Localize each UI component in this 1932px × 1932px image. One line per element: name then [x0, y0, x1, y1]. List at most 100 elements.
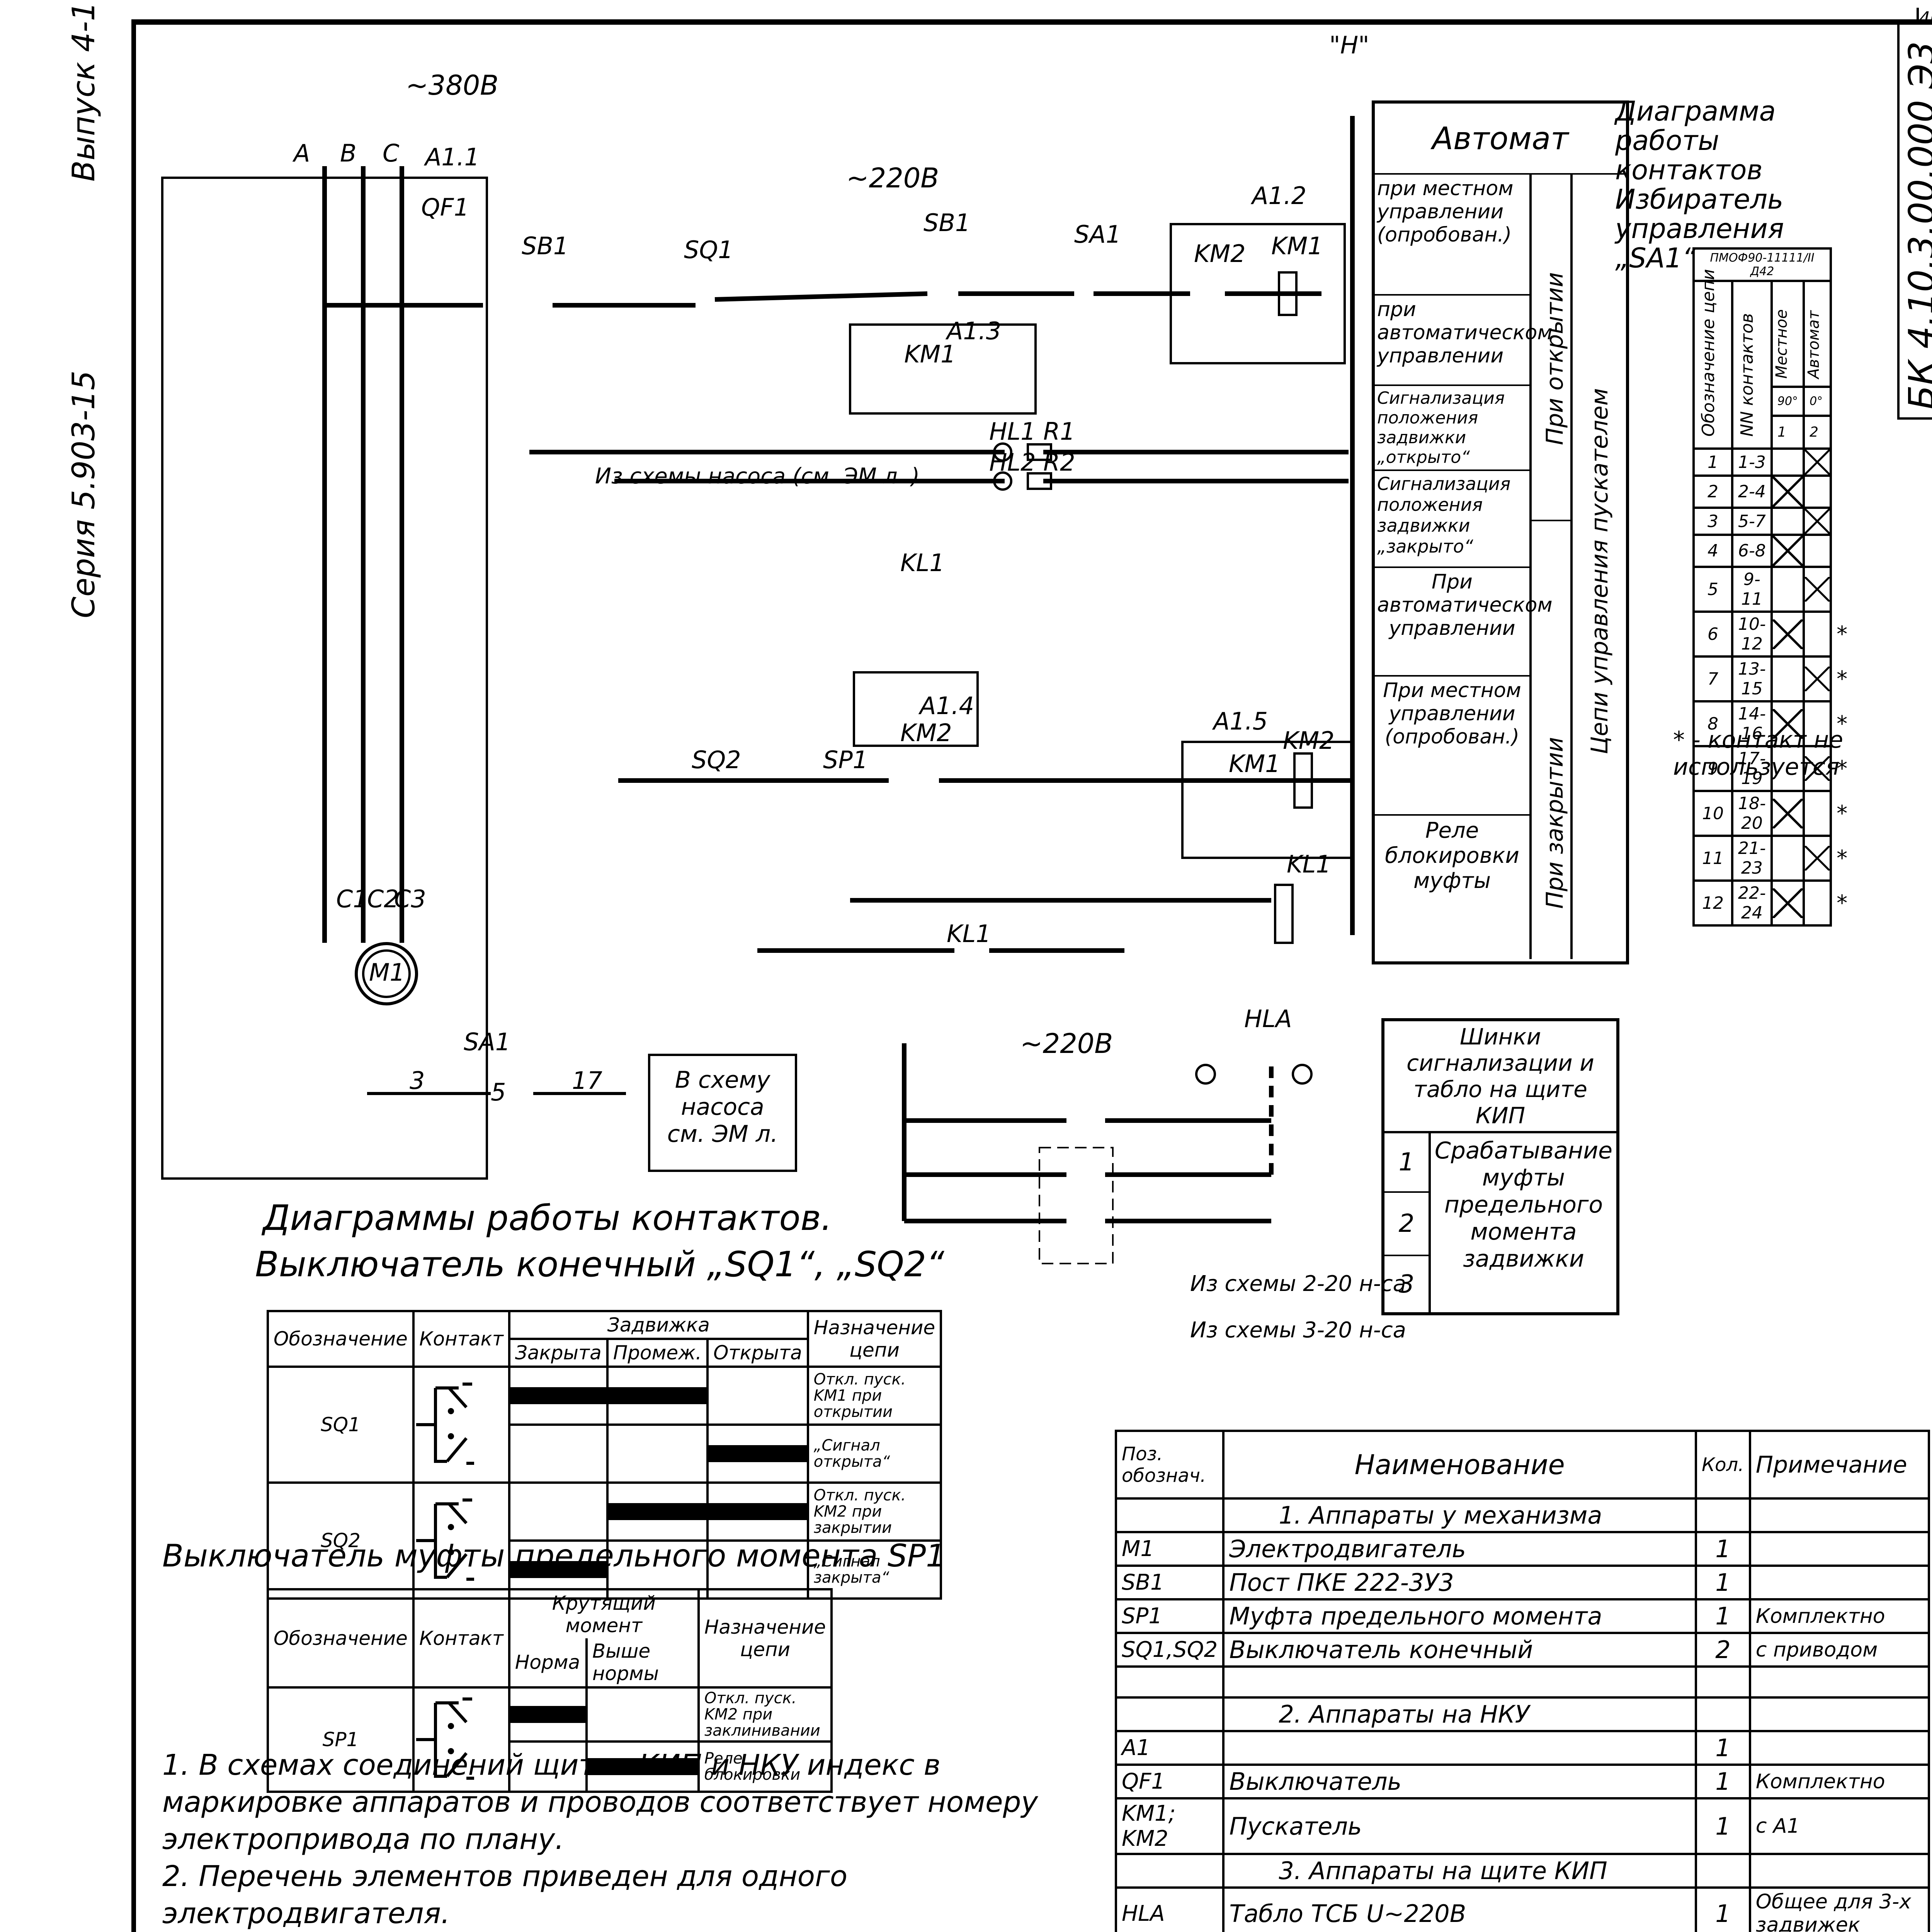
voltage-220: ~220В [846, 162, 939, 194]
sq-h-contact: Контакт [412, 1310, 510, 1368]
spec-h-name: Наименование [1222, 1430, 1697, 1500]
spec-qty [1695, 1497, 1751, 1533]
sq-h-gate: Задвижка [508, 1310, 809, 1340]
label-a11: A1.1 [425, 143, 480, 171]
label-kl1-b: KL1 [947, 920, 991, 948]
phase-a: A [294, 139, 310, 167]
label-km1-c: KM1 [1229, 750, 1281, 778]
sp-row: Реле блокировки [268, 1740, 833, 1793]
sq-middle-cell [606, 1481, 709, 1542]
r1 [1027, 443, 1052, 461]
state-bar [709, 1503, 807, 1520]
sp-above-cell [585, 1740, 700, 1793]
label-sb1-b: SB1 [923, 209, 971, 237]
automat-group-all: Цепи управления пускателем [1573, 175, 1623, 959]
a12-box [1170, 223, 1346, 364]
sa1-unused-mark: * [1837, 621, 1848, 647]
spec-pos: SB1 [1114, 1565, 1225, 1600]
group-all: Цепи управления пускателем [1586, 388, 1613, 754]
to-pump-scheme: В схему насоса см. ЭМ л. [667, 1066, 778, 1148]
spec-pos [1114, 1696, 1225, 1732]
sa1-diagram-title: Диаграмма работы контактов Избиратель уп… [1615, 95, 1784, 274]
spec-row: 3. Аппараты на щите КИП [1114, 1853, 1930, 1889]
spec-qty: 2 [1695, 1632, 1751, 1668]
sa1-circuit: 10 [1692, 790, 1733, 837]
contact-symbol-icon [412, 1481, 510, 1600]
spec-pos [1114, 1853, 1225, 1889]
from-scheme-3: Из схемы 3-20 н-са [1190, 1318, 1406, 1343]
sq-h-purpose: Назначение цепи [806, 1310, 942, 1368]
label-c2: C2 [367, 885, 399, 913]
sa1-pos-2: 2 [1803, 415, 1832, 450]
notes: 1. В схемах соединений щитов КИП и НКУ и… [162, 1747, 1051, 1932]
label-n-bus: "H" [1329, 31, 1369, 59]
sa1-circuit: 12 [1692, 879, 1733, 927]
state-bar [510, 1561, 606, 1578]
label-c3: C3 [394, 885, 426, 913]
sheet-number: 46 [1919, 8, 1932, 29]
spec-h-qty: Кол. [1695, 1430, 1751, 1500]
spec-name: 2. Аппараты на НКУ [1222, 1696, 1697, 1732]
spec-qty: 1 [1695, 1886, 1751, 1932]
label-sq2: SQ2 [692, 746, 741, 774]
sa1-header-contacts: NN контактов [1737, 313, 1757, 437]
sp-h-contact: Контакт [412, 1588, 510, 1689]
sa1-local-cell [1770, 447, 1805, 477]
signal-row-num: 1 [1384, 1133, 1429, 1193]
sq-diagram-title2: Выключатель конечный „SQ1“, „SQ2“ [255, 1244, 944, 1285]
km2-coil [1293, 752, 1313, 809]
sa1-unused-mark [1831, 535, 1853, 567]
sheet-number-box: 46 [1917, 8, 1932, 29]
label-r1: R1 [1043, 417, 1075, 446]
a15-box [1181, 741, 1354, 859]
signal-row-num: 2 [1384, 1193, 1429, 1256]
sq-open-cell [706, 1366, 809, 1426]
automat-row: при местном управлении (опробован.) [1375, 175, 1529, 296]
spec-note [1748, 1665, 1930, 1699]
sa1-unused-mark [1831, 476, 1853, 508]
label-a12: A1.2 [1252, 182, 1307, 210]
sq-purpose: „Сигнал открыта“ [806, 1423, 942, 1484]
sa1-circuit: 1 [1692, 447, 1733, 477]
sa1-unused-mark [1831, 567, 1853, 612]
sa1-auto-cell [1803, 790, 1832, 837]
sp-h-purpose: Назначение цепи [697, 1588, 833, 1689]
sa1-contacts: 21-23 [1731, 835, 1773, 882]
spec-qty [1695, 1665, 1751, 1699]
sp-normal-cell [508, 1740, 588, 1793]
label-km1-a: KM1 [1271, 232, 1323, 260]
kl1-coil [1274, 884, 1294, 944]
automat-legend: Автомат при местном управлении (опробова… [1372, 100, 1629, 964]
label-c1: C1 [336, 885, 368, 913]
sa1-unused-mark: * [1837, 756, 1848, 781]
sa1-angle-local: 90° [1770, 385, 1805, 417]
contact-symbol-icon [412, 1366, 510, 1484]
sq-closed-cell [508, 1423, 609, 1484]
sa1-unused-mark: * [1837, 666, 1848, 692]
sq-open-cell [706, 1481, 809, 1542]
label-r2: R2 [1043, 448, 1075, 476]
sa1-unused-mark: * [1837, 801, 1848, 826]
sq-h-closed: Закрыта [508, 1338, 609, 1368]
spec-h-pos: Поз. обознач. [1114, 1430, 1225, 1500]
sq-h-designation: Обозначение [267, 1310, 415, 1368]
signal-row-text: Срабатывание муфты предельного момента з… [1434, 1137, 1612, 1272]
sa1-contacts: 6-8 [1731, 534, 1773, 568]
sp-diagram-table: Обозначение Контакт Крутящий момент Назн… [267, 1588, 833, 1793]
spec-qty [1695, 1696, 1751, 1732]
label-kl1-a: KL1 [900, 549, 945, 577]
pump-scheme-box [648, 1054, 797, 1172]
spec-pos: SP1 [1114, 1598, 1225, 1634]
note-item: 1. В схемах соединений щитов КИП и НКУ и… [162, 1748, 1047, 1856]
automat-row: При местном управлении (опробован.) [1375, 677, 1529, 816]
spec-name: Выключатель конечный [1222, 1632, 1697, 1668]
drawing-frame [131, 19, 1932, 1932]
